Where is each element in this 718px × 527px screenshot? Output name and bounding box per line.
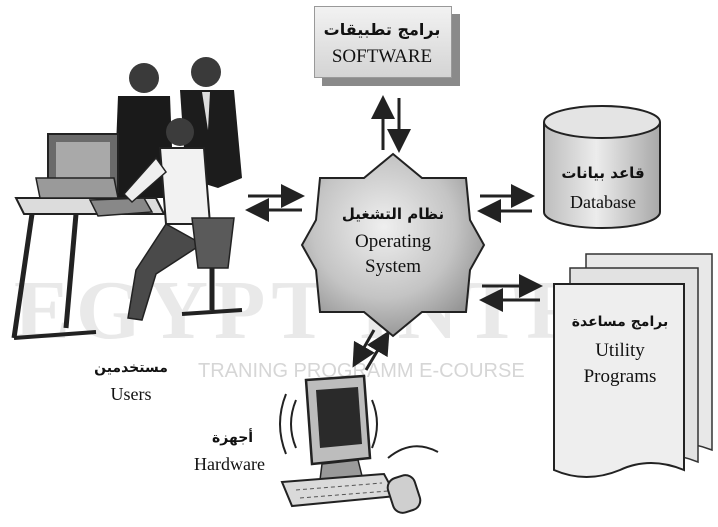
database-label-ar: قاعد بيانات: [561, 164, 645, 182]
software-label-en: SOFTWARE: [331, 46, 433, 67]
users-label-en: Users: [110, 384, 152, 404]
utility-label-en-1: Utility: [595, 340, 645, 361]
software-box: برامج تطبيقات SOFTWARE: [314, 6, 460, 86]
database-cylinder-icon: [543, 105, 661, 229]
database-label-en: Database: [570, 192, 636, 212]
arrow-hardware-to-os: [364, 330, 390, 371]
os-shape: [300, 152, 486, 338]
utility-label-ar: برامج مساعدة: [571, 314, 669, 330]
os-label-en-2: System: [365, 256, 421, 277]
users-label-ar: مستخدمين: [94, 360, 168, 376]
hardware-label-en: Hardware: [194, 454, 265, 474]
os-label-en-1: Operating: [355, 231, 431, 252]
os-label-ar: نظام التشغيل: [341, 205, 445, 223]
hardware-computer-icon: [279, 374, 439, 514]
software-label-ar: برامج تطبيقات: [323, 20, 441, 39]
users-illustration: [11, 57, 243, 340]
hardware-label-ar: أجهزة: [212, 430, 254, 446]
utility-label-en-2: Programs: [583, 366, 657, 387]
watermark-tagline: TRANING PROGRAMM E-COURSE: [198, 360, 525, 382]
utility-pages-icon: [553, 253, 713, 478]
